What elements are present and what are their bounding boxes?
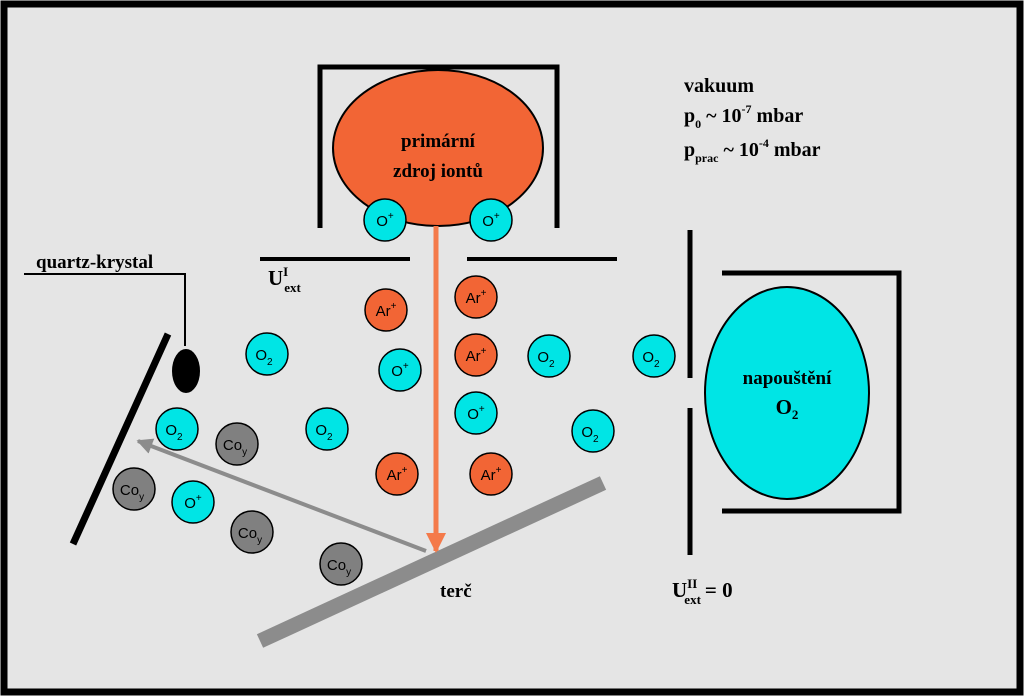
svg-text:O2: O2: [255, 347, 273, 368]
vacuum-pprac: pprac ~ 10-4 mbar: [684, 136, 821, 165]
quartz-crystal: [172, 349, 200, 393]
svg-text:O2: O2: [581, 424, 599, 445]
particle-o2: O2: [527, 334, 571, 378]
target-plate: [256, 476, 607, 648]
svg-text:Coy: Coy: [238, 525, 262, 546]
svg-text:O+: O+: [482, 211, 500, 230]
inlet-label-line2: O2: [776, 395, 799, 422]
inlet-housing: [722, 270, 902, 514]
svg-text:O+: O+: [376, 211, 394, 230]
svg-text:Ar+: Ar+: [387, 465, 408, 484]
particle-ar-plus: Ar+: [454, 333, 498, 377]
particle-o-plus: O+: [378, 348, 422, 392]
source-label-line2: zdroj iontů: [393, 161, 483, 182]
particle-o-plus: O+: [454, 391, 498, 435]
particle-o2: O2: [245, 332, 289, 376]
svg-text:Ar+: Ar+: [466, 288, 487, 307]
particle-o-plus: O+: [363, 198, 407, 242]
oxygen-inlet: [704, 286, 870, 500]
quartz-label: quartz-krystal: [36, 252, 153, 273]
svg-text:Coy: Coy: [223, 437, 247, 458]
source-housing: [317, 64, 560, 228]
particle-o2: O2: [155, 407, 199, 451]
particle-ar-plus: Ar+: [469, 452, 513, 496]
svg-text:O+: O+: [184, 493, 202, 512]
particle-ar-plus: Ar+: [375, 452, 419, 496]
particle-co-y: Coy: [215, 422, 259, 466]
svg-text:O2: O2: [165, 422, 183, 443]
particle-ar-plus: Ar+: [454, 275, 498, 319]
particle-o2: O2: [571, 409, 615, 453]
vacuum-p0: p0 ~ 10-7 mbar: [684, 102, 803, 131]
vacuum-title: vakuum: [684, 75, 754, 97]
quartz-plate: [69, 332, 172, 546]
svg-text:Coy: Coy: [120, 482, 144, 503]
svg-text:O2: O2: [315, 422, 333, 443]
sputter-arrow: [136, 438, 427, 553]
svg-text:O2: O2: [537, 349, 555, 370]
inlet-label-line1: napouštění: [743, 368, 832, 389]
particle-ar-plus: Ar+: [364, 288, 408, 332]
svg-text:O+: O+: [467, 404, 485, 423]
svg-text:Ar+: Ar+: [376, 301, 397, 320]
quartz-lead: [24, 273, 186, 346]
particle-o2: O2: [305, 407, 349, 451]
particle-co-y: Coy: [230, 510, 274, 554]
svg-text:O+: O+: [391, 361, 409, 380]
svg-text:Ar+: Ar+: [466, 346, 487, 365]
particle-co-y: Coy: [319, 542, 363, 586]
particle-o-plus: O+: [469, 198, 513, 242]
svg-text:Ar+: Ar+: [481, 465, 502, 484]
particle-co-y: Coy: [112, 467, 156, 511]
particle-o-plus: O+: [171, 480, 215, 524]
target-label: terč: [440, 581, 472, 602]
svg-text:O2: O2: [642, 349, 660, 370]
svg-text:Coy: Coy: [327, 557, 351, 578]
particle-o2: O2: [632, 334, 676, 378]
source-label-line1: primární: [401, 131, 476, 152]
